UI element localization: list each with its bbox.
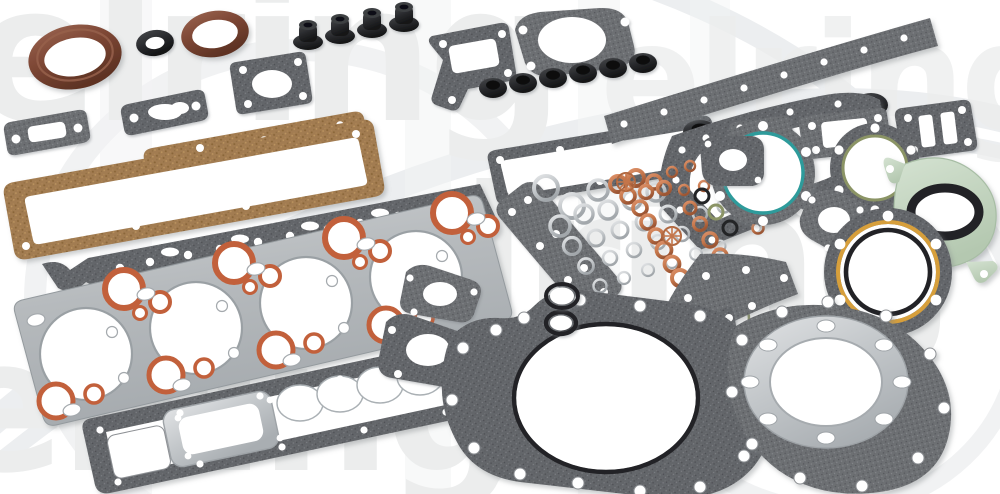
part-tri-gasket-upper bbox=[400, 264, 481, 323]
part-ur-small-gasket-a bbox=[700, 136, 764, 186]
part-mini-orings bbox=[693, 187, 739, 237]
part-small-gasket-c bbox=[229, 51, 313, 115]
parts-layer bbox=[3, 2, 998, 494]
part-small-black-ring bbox=[543, 309, 579, 337]
part-manifold-gasket bbox=[82, 335, 504, 494]
part-cork-gasket-lower bbox=[3, 119, 385, 260]
part-sump-rail-gasket bbox=[604, 18, 938, 144]
part-flange-gasket-metal bbox=[725, 295, 952, 494]
part-valve-stem-seals bbox=[293, 2, 419, 50]
part-small-gasket-b bbox=[3, 109, 91, 156]
part-timing-cover-gasket bbox=[441, 289, 773, 494]
part-cylinder-head-gasket bbox=[13, 191, 513, 426]
part-small-seal-black bbox=[136, 29, 174, 57]
part-gold-oring-gasket bbox=[824, 208, 952, 336]
oring-black-large bbox=[511, 321, 701, 475]
part-crank-seal-medium bbox=[181, 10, 249, 58]
part-oval-gasket bbox=[515, 7, 635, 77]
copper-spiral-washer-2 bbox=[616, 172, 636, 192]
part-bracket-gasket bbox=[428, 22, 517, 111]
copper-spiral-washer bbox=[662, 226, 682, 246]
part-crank-seal-large bbox=[28, 24, 122, 90]
part-pushrod-seals bbox=[479, 53, 657, 98]
part-mid-black-seal bbox=[544, 282, 580, 310]
oring-black-seal bbox=[906, 183, 984, 241]
part-small-gasket-a bbox=[120, 89, 209, 136]
